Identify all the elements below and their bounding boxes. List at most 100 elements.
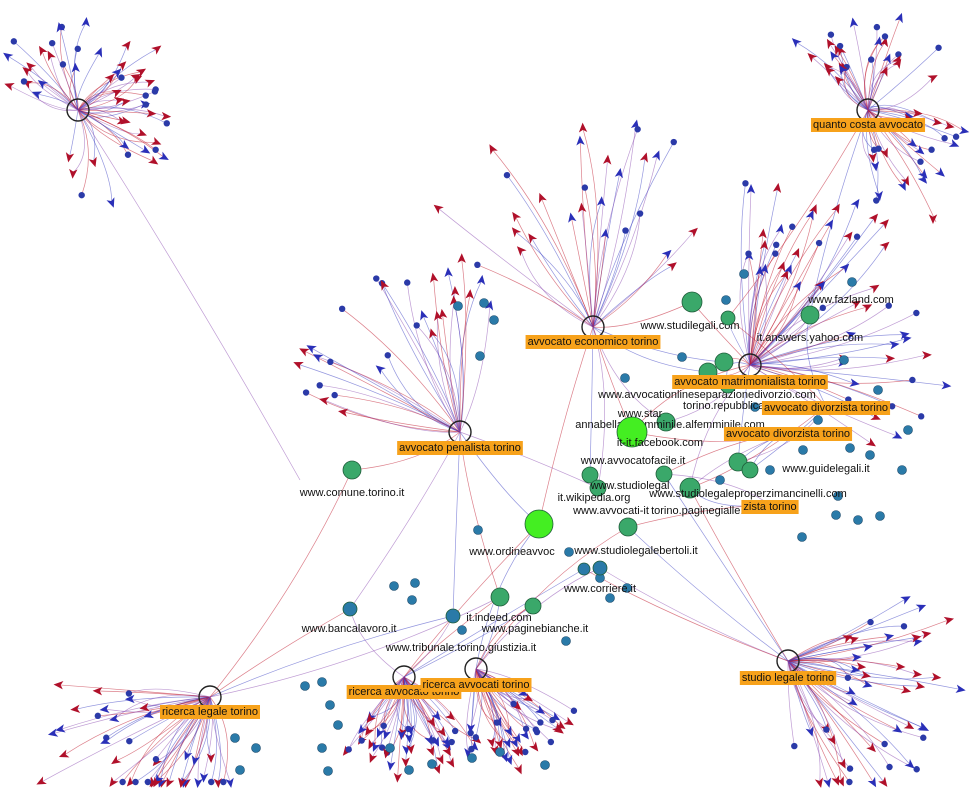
hub-leaf-edge bbox=[68, 109, 79, 157]
hub-site-edge bbox=[459, 431, 599, 489]
hub-label: ricerca legale torino bbox=[162, 706, 258, 718]
hub-leaf-edge bbox=[416, 325, 461, 433]
minor-site-node bbox=[467, 753, 477, 763]
hub-leaf-edge bbox=[867, 18, 901, 111]
minor-site-node bbox=[739, 269, 749, 279]
leaf-arrow-node bbox=[780, 269, 789, 281]
leaf-dot-node bbox=[789, 223, 796, 230]
leaf-dot-node bbox=[836, 42, 844, 50]
hub-node-ring bbox=[66, 98, 90, 122]
leaf-arrow-node bbox=[836, 776, 844, 787]
leaf-arrow-node bbox=[457, 253, 466, 263]
hub-label: quanto costa avvocato bbox=[813, 119, 923, 131]
leaf-arrow-node bbox=[897, 180, 906, 191]
site-node bbox=[714, 352, 734, 372]
hub-leaf-edge bbox=[520, 250, 594, 328]
leaf-arrow-node bbox=[387, 760, 396, 771]
leaf-dot-node bbox=[78, 191, 85, 199]
minor-site-node bbox=[833, 491, 843, 501]
leaf-arrow-node bbox=[870, 412, 881, 420]
edges-layer bbox=[7, 18, 964, 783]
hub-leaf-edge bbox=[592, 213, 641, 328]
hub-site-edge bbox=[209, 469, 353, 698]
hub-leaf-edge bbox=[77, 91, 117, 111]
hub-label-background bbox=[672, 375, 828, 389]
leaf-dot-node bbox=[888, 403, 896, 410]
hub-leaf-edge bbox=[749, 286, 799, 366]
hub-leaf-edge bbox=[492, 149, 594, 328]
hub-leaf-edge bbox=[787, 633, 926, 662]
leaf-dot-node bbox=[895, 51, 902, 58]
minor-site-node bbox=[235, 765, 245, 775]
leaf-arrow-node bbox=[433, 204, 444, 214]
leaf-arrow-node bbox=[899, 331, 910, 340]
site-node bbox=[577, 562, 591, 576]
leaf-arrow-node bbox=[136, 128, 147, 137]
hub-leaf-edge bbox=[77, 109, 113, 203]
hub-site-edge bbox=[583, 568, 789, 662]
hub-leaf-edge bbox=[787, 660, 923, 728]
minor-site-node bbox=[715, 475, 725, 485]
hub-leaf-edge bbox=[867, 47, 939, 111]
hub-leaf-edge bbox=[156, 696, 211, 762]
leaf-arrow-node bbox=[88, 156, 97, 168]
leaf-dot-node bbox=[868, 56, 875, 63]
site-label: www.star bbox=[617, 408, 663, 420]
leaf-dot-node bbox=[151, 88, 159, 95]
site-node bbox=[616, 416, 648, 448]
minor-site-node bbox=[721, 295, 731, 305]
leaf-arrow-node bbox=[131, 75, 143, 85]
leaf-dot-node bbox=[636, 210, 644, 217]
hub-leaf-edge bbox=[867, 109, 917, 114]
leaf-arrow-node bbox=[71, 62, 80, 73]
hub-leaf-edge bbox=[77, 81, 150, 111]
leaf-arrow-node bbox=[755, 266, 764, 277]
leaf-arrow-node bbox=[792, 281, 802, 292]
leaf-arrow-node bbox=[146, 109, 157, 118]
hub-site-edge bbox=[663, 473, 771, 506]
hub-leaf-edge bbox=[571, 218, 594, 328]
hub-leaf-edge bbox=[866, 109, 880, 195]
hub-leaf-edge bbox=[592, 231, 694, 328]
minor-site-node bbox=[765, 465, 775, 475]
hub-leaf-edge bbox=[23, 81, 79, 111]
hub-leaf-edge bbox=[749, 236, 850, 366]
leaf-arrow-node bbox=[406, 744, 415, 755]
leaf-arrow-node bbox=[519, 729, 529, 740]
leaf-arrow-node bbox=[81, 16, 90, 27]
leaf-arrow-node bbox=[113, 96, 125, 106]
leaf-dot-node bbox=[846, 765, 854, 772]
hub-leaf-edge bbox=[838, 80, 869, 111]
hub-leaf-edge bbox=[867, 109, 964, 132]
leaf-arrow-node bbox=[109, 776, 119, 787]
hub-site-edge bbox=[403, 523, 540, 678]
leaf-dot-node bbox=[928, 146, 935, 153]
leaf-arrow-node bbox=[934, 167, 945, 177]
leaf-dot-node bbox=[581, 184, 589, 191]
minor-site-node bbox=[605, 593, 615, 603]
minor-site-node bbox=[620, 373, 630, 383]
hub-site-edge bbox=[589, 326, 594, 476]
hub-leaf-edge bbox=[458, 280, 482, 433]
leaf-arrow-node bbox=[55, 724, 66, 733]
leaf-dot-node bbox=[549, 716, 556, 724]
leaf-arrow-node bbox=[166, 776, 175, 788]
leaf-arrow-node bbox=[878, 776, 888, 787]
site-label: www.tribunale.torino.giustizia.it bbox=[385, 642, 536, 654]
site-node bbox=[656, 412, 676, 432]
leaf-arrow-node bbox=[69, 168, 78, 179]
hub-label: zista torino bbox=[743, 501, 796, 513]
hub-leaf-edge bbox=[77, 109, 154, 162]
leaf-arrow-node bbox=[468, 740, 479, 751]
hub-label: avvocato divorzista torino bbox=[726, 428, 850, 440]
hub-leaf-edge bbox=[867, 104, 937, 123]
hub-leaf-edge bbox=[77, 72, 118, 111]
hub-leaf-edge bbox=[77, 71, 142, 111]
hub-leaf-edge bbox=[77, 109, 151, 114]
leaf-arrow-node bbox=[206, 753, 216, 764]
hub-leaf-edge bbox=[506, 174, 594, 328]
leaf-arrow-node bbox=[815, 281, 826, 292]
hub-leaf-edge bbox=[787, 619, 949, 662]
site-node bbox=[342, 601, 358, 617]
leaf-arrow-node bbox=[4, 83, 15, 91]
